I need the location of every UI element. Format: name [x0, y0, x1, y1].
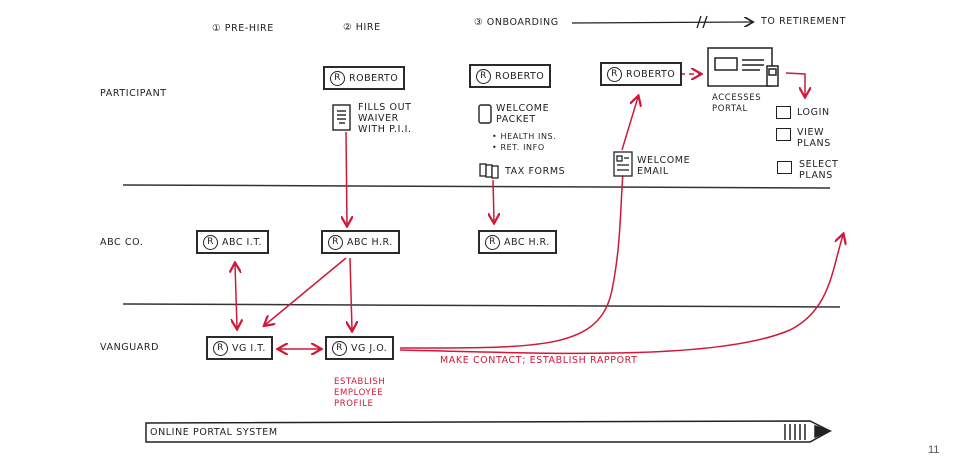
note-waiver: FILLS OUT WAIVER WITH P.I.I.: [358, 102, 412, 135]
phase-retirement: TO RETIREMENT: [761, 16, 847, 27]
note-packet-items: • HEALTH INS. • RET. INFO: [492, 132, 557, 152]
arrow-abc-hr-to-vg-it: [265, 257, 347, 325]
task-view-plans: VIEW PLANS: [797, 127, 831, 149]
actor-label: ROBERTO: [626, 68, 676, 80]
lane-divider-2: [122, 303, 841, 308]
actor-vg-it: R VG I.T.: [206, 336, 273, 360]
note-make-contact: MAKE CONTACT; ESTABLISH RAPPORT: [440, 355, 638, 366]
actor-abc-hr-onboarding: R ABC H.R.: [478, 230, 557, 254]
timeline-arrow: [571, 15, 752, 29]
arrow-email-to-roberto: [621, 97, 638, 151]
document-icon: [332, 104, 351, 131]
actor-label: ROBERTO: [349, 72, 399, 84]
role-icon: R: [485, 234, 500, 250]
portal-screen-icon: [707, 47, 779, 87]
actor-roberto-hire: R ROBERTO: [323, 66, 406, 90]
page-number: 11: [928, 444, 940, 456]
role-icon: R: [213, 340, 228, 356]
note-welcome-packet: WELCOME PACKET: [496, 103, 550, 125]
arrow-abc-hr-to-vg-jo: [350, 257, 352, 330]
arrow-vg-jo-to-welcome-email: [399, 160, 624, 349]
arrow-tax-forms-to-abc-hr: [493, 179, 494, 222]
role-icon: R: [203, 234, 218, 250]
actor-label: ABC H.R.: [347, 236, 393, 248]
note-tax-forms: TAX FORMS: [505, 166, 566, 177]
actor-label: VG I.T.: [232, 342, 266, 354]
arrow-vg-jo-to-retirement: [399, 235, 843, 355]
actor-abc-it: R ABC I.T.: [196, 230, 270, 254]
note-accesses-portal: ACCESSES PORTAL: [712, 93, 762, 114]
role-icon: R: [607, 66, 622, 82]
note-employee-profile: ESTABLISH EMPLOYEE PROFILE: [334, 377, 386, 409]
phase-onboarding: ③ ONBOARDING: [474, 17, 559, 28]
lane-participant: PARTICIPANT: [100, 88, 167, 99]
welcome-packet-icon: [478, 104, 492, 124]
checkbox-login: [776, 106, 791, 119]
actor-label: ROBERTO: [495, 70, 545, 82]
online-portal-bar: [145, 420, 833, 443]
task-login: LOGIN: [797, 107, 830, 118]
actor-roberto-email: R ROBERTO: [600, 62, 683, 86]
actor-roberto-onboarding: R ROBERTO: [469, 64, 552, 88]
note-welcome-email: WELCOME EMAIL: [637, 155, 691, 177]
system-bar-label: ONLINE PORTAL SYSTEM: [150, 427, 278, 438]
checkbox-view-plans: [776, 128, 791, 141]
role-icon: R: [328, 234, 343, 250]
phase-hire: ② HIRE: [343, 22, 381, 33]
actor-label: ABC I.T.: [222, 236, 263, 248]
role-icon: R: [330, 70, 345, 86]
email-icon: [613, 151, 633, 177]
phase-pre-hire: ① PRE-HIRE: [212, 23, 274, 34]
actor-vg-jo: R VG J.O.: [325, 336, 395, 360]
role-icon: R: [332, 340, 347, 356]
arrow-abc-it-vg-it: [235, 264, 237, 328]
role-icon: R: [476, 68, 491, 84]
arrow-portal-to-tasks: [785, 72, 805, 96]
lane-vanguard: VANGUARD: [100, 342, 160, 353]
lane-divider-1: [122, 184, 831, 189]
arrow-waiver-to-abc-hr: [346, 131, 347, 225]
lane-abc: ABC CO.: [100, 237, 144, 248]
actor-label: VG J.O.: [351, 342, 388, 354]
actor-abc-hr: R ABC H.R.: [321, 230, 400, 254]
task-select-plans: SELECT PLANS: [799, 159, 839, 181]
checkbox-select-plans: [777, 161, 792, 174]
tax-forms-icon: [479, 163, 499, 179]
actor-label: ABC H.R.: [504, 236, 550, 248]
